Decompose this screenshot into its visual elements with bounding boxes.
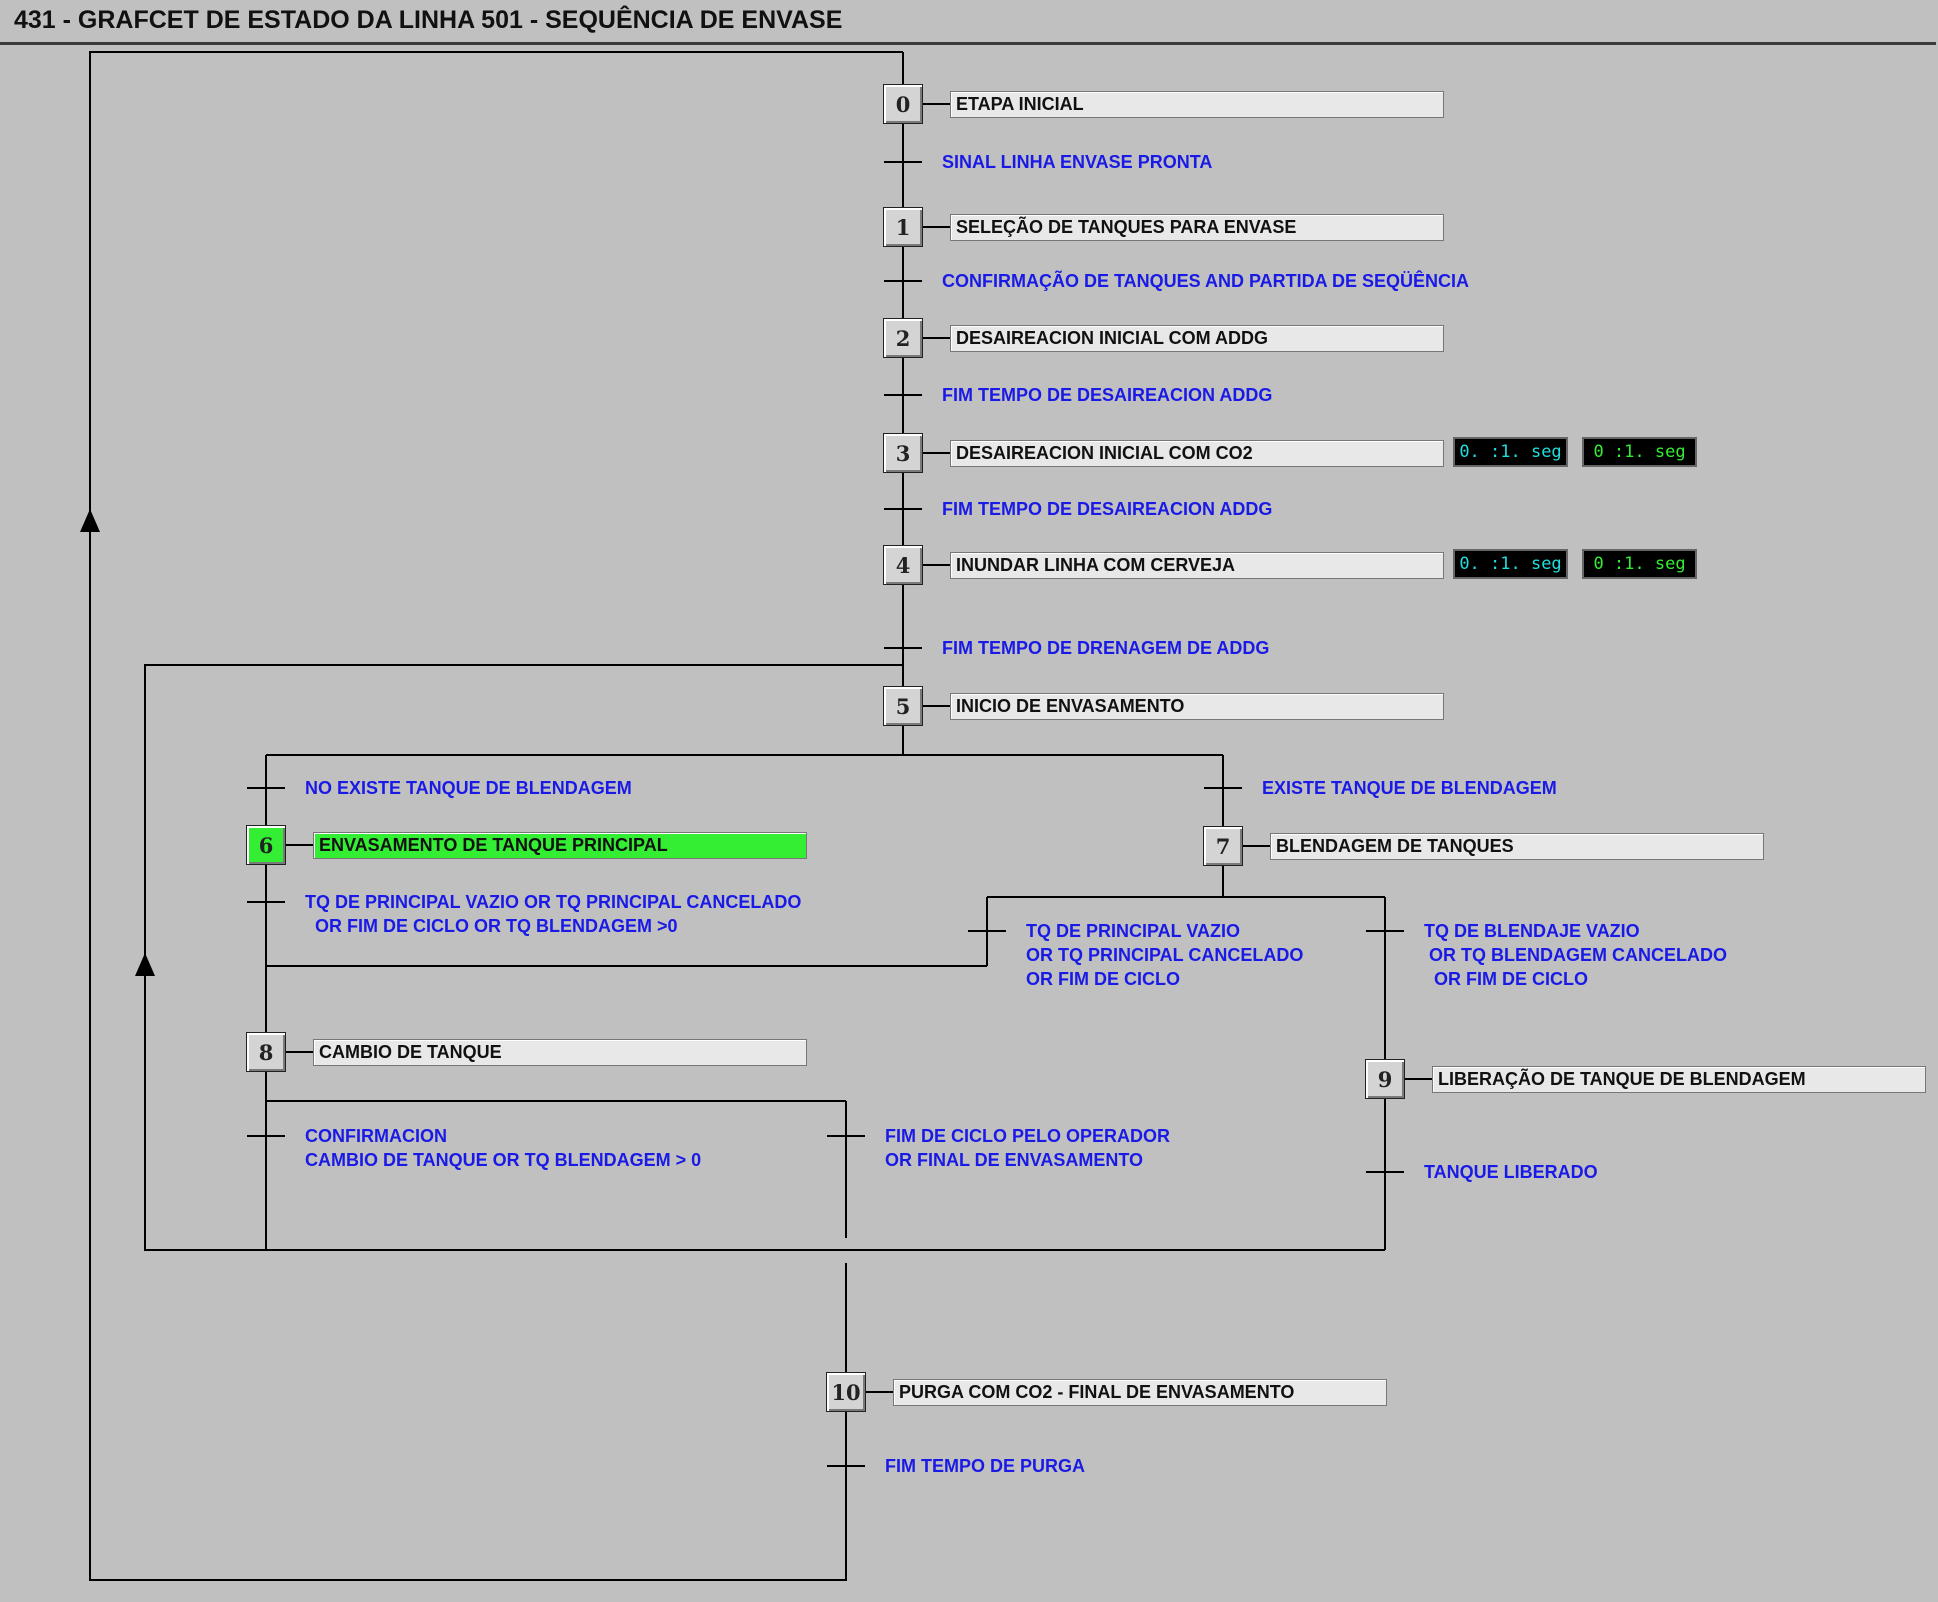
- step-6-label: ENVASAMENTO DE TANQUE PRINCIPAL: [313, 832, 807, 859]
- step-4-label: INUNDAR LINHA COM CERVEJA: [950, 552, 1444, 579]
- step-3-box[interactable]: 3: [883, 433, 923, 473]
- step-3-elapsed-timer: 0. :1. seg: [1453, 437, 1568, 467]
- step-2-box[interactable]: 2: [883, 318, 923, 358]
- transition-8-10: FIM DE CICLO PELO OPERADOR OR FINAL DE E…: [885, 1126, 1171, 1170]
- title-bar: 431 - GRAFCET DE ESTADO DA LINHA 501 - S…: [0, 0, 1936, 45]
- step-8-box[interactable]: 8: [246, 1032, 286, 1072]
- transition-5-7: EXISTE TANQUE DE BLENDAGEM: [1262, 778, 1557, 798]
- transition-8-5: CONFIRMACION CAMBIO DE TANQUE OR TQ BLEN…: [305, 1126, 702, 1170]
- transition-7-8: TQ DE PRINCIPAL VAZIO OR TQ PRINCIPAL CA…: [1026, 921, 1304, 989]
- transition-7-9: TQ DE BLENDAJE VAZIO OR TQ BLENDAGEM CAN…: [1424, 921, 1727, 989]
- transition-4-5: FIM TEMPO DE DRENAGEM DE ADDG: [942, 638, 1270, 658]
- step-8-label: CAMBIO DE TANQUE: [313, 1039, 807, 1066]
- transition-1-2: CONFIRMAÇÃO DE TANQUES AND PARTIDA DE SE…: [942, 271, 1470, 291]
- transition-10-0: FIM TEMPO DE PURGA: [885, 1456, 1086, 1476]
- step-4-elapsed-timer: 0. :1. seg: [1453, 549, 1568, 579]
- step-9-box[interactable]: 9: [1365, 1059, 1405, 1099]
- step-5-box[interactable]: 5: [883, 686, 923, 726]
- step-1-label: SELEÇÃO DE TANQUES PARA ENVASE: [950, 214, 1444, 241]
- step-7-label: BLENDAGEM DE TANQUES: [1270, 833, 1764, 860]
- transition-3-4: FIM TEMPO DE DESAIREACION ADDG: [942, 499, 1273, 519]
- step-0-box[interactable]: 0: [883, 84, 923, 124]
- step-2-label: DESAIREACION INICIAL COM ADDG: [950, 325, 1444, 352]
- step-3-preset-timer: 0 :1. seg: [1582, 437, 1697, 467]
- transition-9-5: TANQUE LIBERADO: [1424, 1162, 1598, 1182]
- transition-5-6: NO EXISTE TANQUE DE BLENDAGEM: [305, 778, 632, 798]
- transition-2-3: FIM TEMPO DE DESAIREACION ADDG: [942, 385, 1273, 405]
- step-0-label: ETAPA INICIAL: [950, 91, 1444, 118]
- step-4-box[interactable]: 4: [883, 545, 923, 585]
- step-1-box[interactable]: 1: [883, 207, 923, 247]
- step-9-label: LIBERAÇÃO DE TANQUE DE BLENDAGEM: [1432, 1066, 1926, 1093]
- up-arrow-icon: [135, 953, 155, 976]
- step-5-label: INICIO DE ENVASAMENTO: [950, 693, 1444, 720]
- step-4-preset-timer: 0 :1. seg: [1582, 549, 1697, 579]
- step-7-box[interactable]: 7: [1203, 826, 1243, 866]
- step-10-box[interactable]: 10: [826, 1372, 866, 1412]
- transition-0-1: SINAL LINHA ENVASE PRONTA: [942, 152, 1213, 172]
- transition-6-8: TQ DE PRINCIPAL VAZIO OR TQ PRINCIPAL CA…: [305, 892, 802, 936]
- up-arrow-icon: [80, 509, 100, 532]
- step-6-box[interactable]: 6: [246, 825, 286, 865]
- step-10-label: PURGA COM CO2 - FINAL DE ENVASAMENTO: [893, 1379, 1387, 1406]
- window-title: 431 - GRAFCET DE ESTADO DA LINHA 501 - S…: [14, 6, 843, 34]
- step-3-label: DESAIREACION INICIAL COM CO2: [950, 440, 1444, 467]
